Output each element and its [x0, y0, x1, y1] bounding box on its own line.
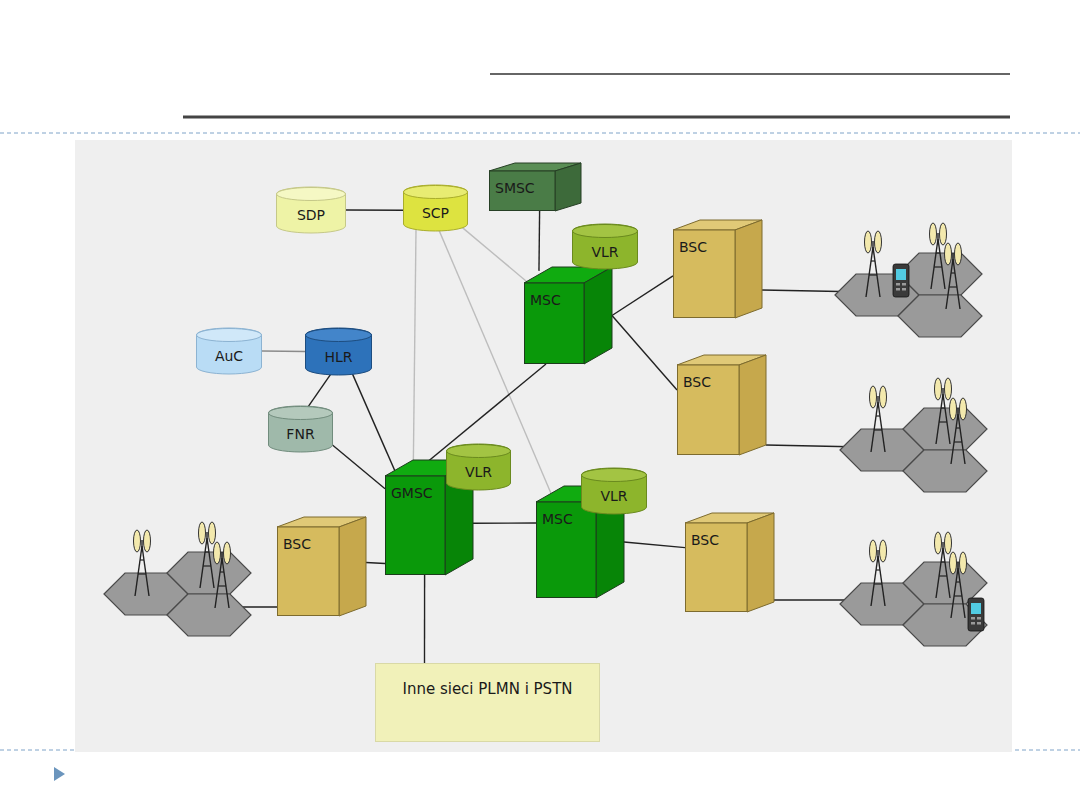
mobile-phone: [968, 598, 984, 631]
node-outline: [524, 267, 612, 364]
node-label: SMSC: [495, 180, 535, 196]
controller-box: BSC: [685, 513, 774, 612]
node-label: HLR: [324, 349, 352, 365]
link-line: [330, 443, 385, 489]
database-cylinder: VLR: [572, 224, 638, 269]
node-label: VLR: [591, 244, 618, 260]
mobile-phone: [893, 264, 909, 297]
cell-cluster: [104, 522, 251, 636]
database-cylinder: HLR: [305, 328, 372, 375]
link-line: [307, 373, 332, 409]
link-line: [612, 316, 677, 391]
node-outline: [673, 220, 762, 318]
link-line: [262, 350, 305, 352]
network-box: Inne sieci PLMN i PSTN: [375, 663, 600, 742]
node-outline: [685, 513, 774, 612]
node-label: GMSC: [391, 485, 433, 501]
title-rule: [183, 116, 1010, 119]
database-cylinder: VLR: [446, 444, 511, 490]
cell-cluster: [840, 378, 987, 492]
link-line: [473, 522, 536, 524]
link-line: [624, 542, 685, 548]
node-label: BSC: [691, 532, 719, 548]
link-line: [413, 230, 416, 479]
switch-box: MSC: [524, 267, 612, 364]
link-line: [458, 224, 530, 284]
node-outline: [277, 517, 366, 616]
node-outline: [677, 355, 766, 455]
link-line: [439, 230, 554, 500]
node-label: MSC: [530, 292, 561, 308]
link-line: [424, 575, 426, 663]
node-label: MSC: [542, 511, 573, 527]
cell-cluster: [840, 532, 987, 646]
node-label: SDP: [297, 207, 325, 223]
node-label: FNR: [286, 426, 314, 442]
node-label: Inne sieci PLMN i PSTN: [402, 681, 572, 698]
database-cylinder: SCP: [403, 185, 468, 231]
link-line: [612, 276, 673, 316]
link-line: [346, 209, 403, 211]
database-cylinder: VLR: [581, 468, 647, 514]
title-rule: [490, 73, 1010, 75]
node-label: SCP: [422, 205, 449, 221]
server-box: SMSC: [489, 163, 581, 211]
link-line: [352, 373, 398, 479]
node-label: VLR: [465, 464, 492, 480]
node-label: BSC: [683, 374, 711, 390]
link-line: [366, 562, 385, 564]
database-cylinder: SDP: [276, 187, 346, 233]
diagram-panel: [75, 140, 1012, 752]
link-line: [538, 211, 540, 271]
controller-box: BSC: [673, 220, 762, 318]
node-label: BSC: [283, 536, 311, 552]
node-label: AuC: [215, 348, 243, 364]
dashed-rule: [0, 133, 1080, 134]
node-label: VLR: [600, 488, 627, 504]
database-cylinder: FNR: [268, 406, 333, 452]
link-line: [416, 364, 546, 472]
database-cylinder: AuC: [196, 328, 262, 374]
slide-bullet: [54, 767, 65, 781]
cell-cluster: [835, 223, 982, 337]
node-outline: [375, 663, 600, 742]
node-label: BSC: [679, 239, 707, 255]
controller-box: BSC: [277, 517, 366, 616]
controller-box: BSC: [677, 355, 766, 455]
